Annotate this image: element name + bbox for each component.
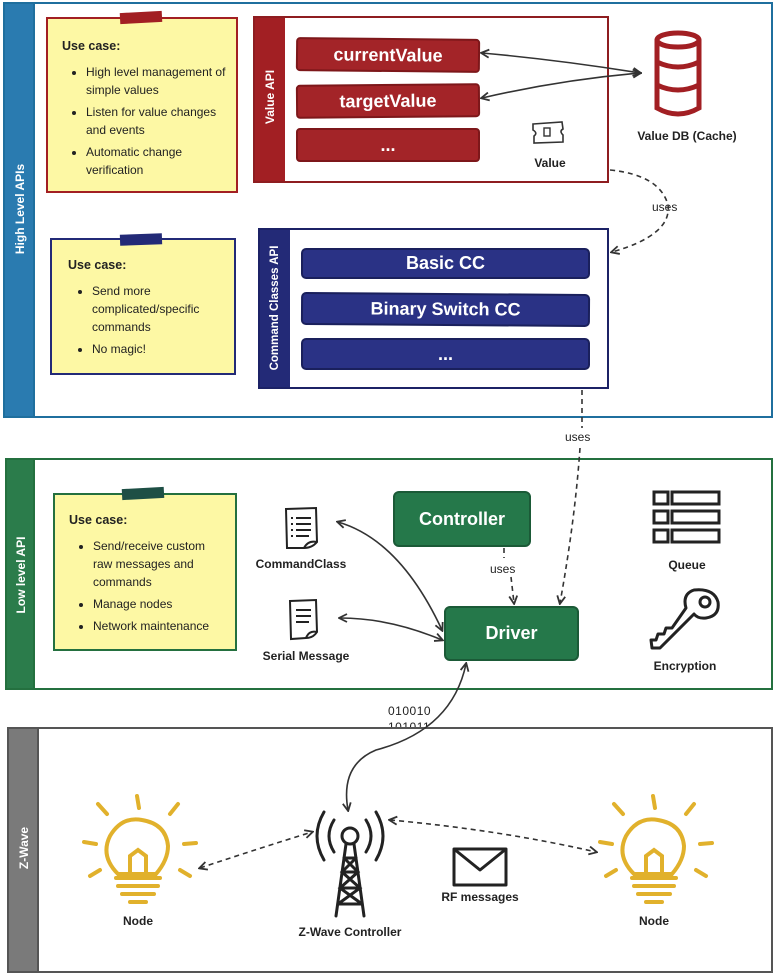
- note-tape: [119, 233, 163, 246]
- value-api-label: Value API: [263, 69, 277, 125]
- note-item: Manage nodes: [93, 595, 227, 613]
- lightbulb-icon: [598, 794, 714, 904]
- lightbulb-icon: [82, 794, 198, 904]
- uses-label-value-cc: uses: [652, 200, 678, 214]
- controller-box[interactable]: Controller: [393, 491, 531, 547]
- low-level-use-case-note: Use case: Send/receive custom raw messag…: [53, 493, 237, 651]
- zwave-controller-caption: Z-Wave Controller: [298, 925, 402, 939]
- note-item: Send/receive custom raw messages and com…: [93, 537, 227, 591]
- binary-line: 010010: [388, 704, 432, 718]
- zwave-label: Z-Wave: [17, 826, 31, 870]
- note-title: Use case:: [68, 258, 127, 272]
- low-level-label: Low level API: [14, 536, 28, 614]
- basic-cc-pill[interactable]: Basic CC: [301, 248, 590, 279]
- envelope-icon: [452, 847, 508, 887]
- more-cc-pill[interactable]: ...: [301, 338, 590, 370]
- cc-api-side-bar: Command Classes API: [260, 230, 290, 387]
- rf-messages-caption: RF messages: [441, 890, 519, 904]
- encryption-caption: Encryption: [653, 659, 717, 673]
- current-value-pill[interactable]: currentValue: [295, 37, 481, 73]
- cc-use-case-note: Use case: Send more complicated/specific…: [50, 238, 236, 375]
- serial-message-caption: Serial Message: [262, 649, 350, 663]
- driver-box[interactable]: Driver: [444, 606, 579, 661]
- low-level-side-bar: Low level API: [7, 460, 35, 688]
- document-icon: [288, 598, 319, 641]
- note-item: No magic!: [92, 340, 224, 358]
- target-value-pill[interactable]: targetValue: [295, 83, 481, 119]
- ticket-icon: [532, 121, 564, 144]
- document-icon: [284, 506, 319, 549]
- uses-label-cc-driver: uses: [565, 430, 591, 444]
- antenna-tower-icon: [315, 810, 385, 918]
- note-item: Automatic change verification: [86, 143, 226, 179]
- binary-switch-cc-pill[interactable]: Binary Switch CC: [300, 291, 591, 328]
- value-db-caption: Value DB (Cache): [637, 129, 737, 143]
- key-icon: [649, 588, 720, 650]
- note-title: Use case:: [69, 513, 128, 527]
- note-tape: [121, 486, 165, 501]
- command-class-caption: CommandClass: [255, 557, 347, 571]
- high-level-side-bar: High Level APIs: [5, 4, 35, 416]
- value-use-case-note: Use case: High level management of simpl…: [46, 17, 238, 193]
- note-item: Listen for value changes and events: [86, 103, 226, 139]
- note-tape: [119, 10, 163, 25]
- more-values-pill[interactable]: ...: [296, 128, 480, 162]
- cc-api-label: Command Classes API: [269, 245, 281, 371]
- note-item: Send more complicated/specific commands: [92, 282, 224, 336]
- note-title: Use case:: [62, 39, 121, 53]
- database-icon: [654, 30, 702, 117]
- uses-label-controller-driver: uses: [490, 562, 516, 576]
- note-item: Network maintenance: [93, 617, 227, 635]
- value-api-side-bar: Value API: [255, 18, 285, 181]
- list-icon: [652, 490, 721, 544]
- high-level-label: High Level APIs: [13, 163, 27, 255]
- zwave-side-bar: Z-Wave: [9, 729, 39, 971]
- note-item: High level management of simple values: [86, 63, 226, 99]
- queue-caption: Queue: [668, 558, 706, 572]
- node-right-caption: Node: [639, 914, 669, 928]
- node-left-caption: Node: [123, 914, 153, 928]
- value-icon-caption: Value: [534, 156, 566, 170]
